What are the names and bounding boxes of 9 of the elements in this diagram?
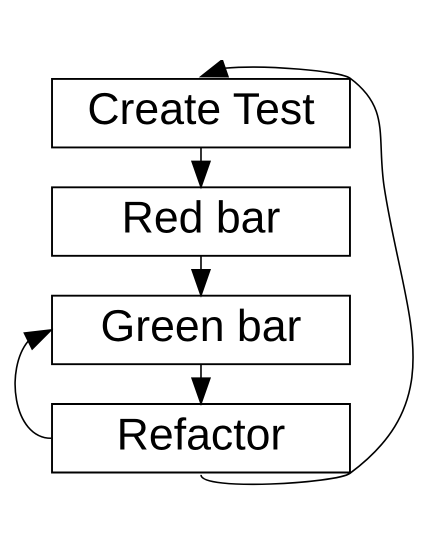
arrow: [190, 364, 212, 406]
arrow: [198, 60, 414, 485]
node-box: Green bar: [51, 294, 351, 365]
node-box: Red bar: [51, 186, 351, 256]
arrow: [190, 255, 212, 298]
node-box: Create Test: [51, 78, 351, 148]
node-box: Refactor: [51, 402, 351, 473]
arrow: [14, 328, 54, 439]
arrow: [190, 147, 212, 189]
